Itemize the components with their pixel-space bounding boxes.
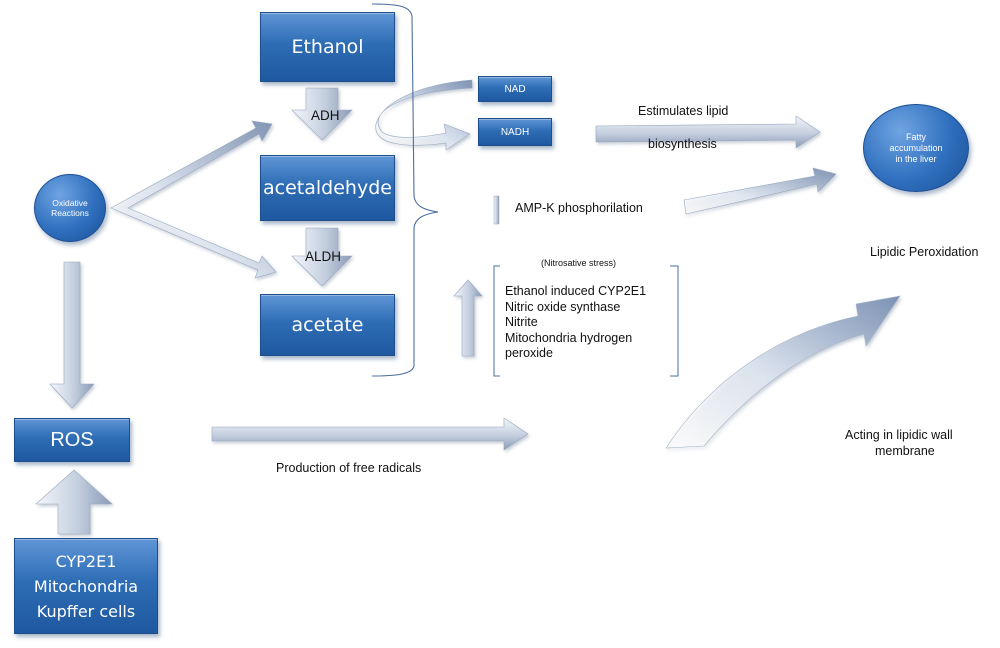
nitrosative-item: Nitric oxide synthase [505,299,621,314]
nad-node: NAD [478,76,552,102]
nitrosative-bracket-right [670,265,679,377]
ampk-arrow [683,167,837,215]
oxidative-line-1: Oxidative [52,198,88,208]
source-mitochondria: Mitochondria [33,576,139,596]
nitrosative-up-arrow [453,279,483,357]
oxidative-branch-arrows [110,120,277,279]
nad-cycle-arrow [375,79,473,151]
oxidative-reactions-node: Oxidative Reactions [34,174,106,242]
lipid-biosynthesis-arrow [595,115,821,149]
acetate-node: acetate [260,294,395,356]
nitrosative-stress-label: (Nitrosative stress) [541,258,617,268]
sources-to-ros-arrow [35,469,113,535]
stimulates-label-1: Estimulates lipid [638,104,729,118]
acting-label-2: membrane [875,444,935,458]
nitrosative-sources-list: Ethanol induced CYP2E1 Nitric oxide synt… [505,284,646,362]
aldh-arrow [291,227,353,287]
acting-label-1: Acting in lipidic wall [845,428,953,442]
free-radicals-arrow [211,417,529,451]
nitrosative-item: peroxide [505,346,553,360]
ampk-marker [493,195,500,225]
source-cyp2e1: CYP2E1 [55,551,117,571]
adh-label: ADH [311,108,340,123]
oxidative-line-2: Reactions [51,208,89,218]
nitrosative-item: Mitochondria hydrogen [505,330,633,345]
adh-arrow [291,87,353,141]
nadh-node: NADH [478,118,552,146]
ethanol-node: Ethanol [260,12,395,82]
lipidic-peroxidation-swoosh [665,295,901,449]
nitrosative-bracket-left [493,265,500,377]
aldh-label: ALDH [305,249,342,264]
free-radicals-label: Production of free radicals [276,461,422,475]
fatty-line-3: in the liver [895,153,937,164]
oxidative-to-ros-arrow [49,261,95,409]
nitrosative-item: Nitrite [505,315,538,329]
fatty-accumulation-node: Fatty accumulation in the liver [863,104,969,192]
ampk-label: AMP-K phosphorilation [515,201,643,215]
source-kupffer: Kupffer cells [36,601,136,621]
nitrosative-item: Ethanol induced CYP2E1 [505,284,647,298]
fatty-line-1: Fatty [905,131,926,142]
pathway-brace [371,3,439,377]
fatty-line-2: accumulation [889,142,943,153]
ros-sources-node: CYP2E1 Mitochondria Kupffer cells [14,538,158,634]
lipidic-peroxidation-label: Lipidic Peroxidation [870,245,979,259]
ros-node: ROS [14,418,130,462]
stimulates-label-2: biosynthesis [648,137,717,151]
acetaldehyde-node: acetaldehyde [260,155,395,221]
